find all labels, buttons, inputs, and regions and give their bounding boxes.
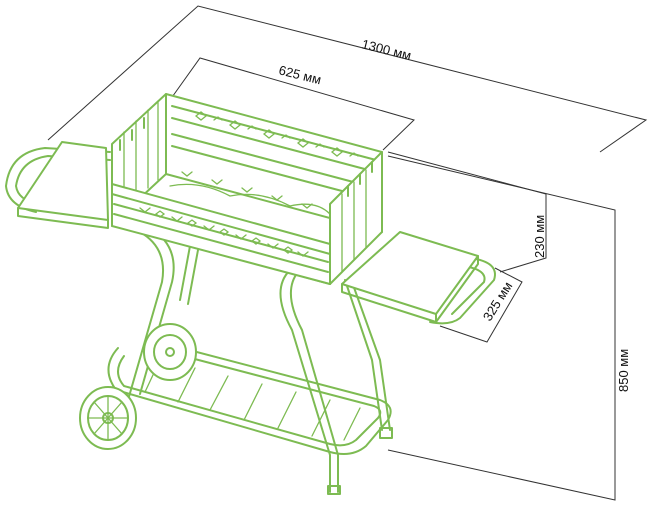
firebox-height-label: 230 мм xyxy=(532,215,547,258)
front-wheel xyxy=(79,386,137,450)
side-table-depth-line xyxy=(439,267,523,343)
overall-height-label: 850 мм xyxy=(616,349,631,392)
firebox-height-line xyxy=(387,151,547,273)
overall-length-line xyxy=(47,5,648,153)
firebox-length-line xyxy=(169,57,415,151)
right-leg-frame xyxy=(279,269,393,495)
overall-length-label: 1300 мм xyxy=(360,36,413,63)
grill-illustration xyxy=(5,93,496,495)
firebox-interior xyxy=(169,171,331,215)
firebox-length-label: 625 мм xyxy=(277,62,323,87)
left-side-table xyxy=(5,141,111,229)
overall-height-line xyxy=(387,155,616,501)
firebox-front xyxy=(111,183,331,285)
lower-shelf xyxy=(107,344,392,455)
side-table-depth-label: 325 мм xyxy=(480,279,516,324)
right-side-table xyxy=(341,231,496,325)
rear-wheel xyxy=(143,323,197,381)
dimension-lines xyxy=(47,5,648,501)
